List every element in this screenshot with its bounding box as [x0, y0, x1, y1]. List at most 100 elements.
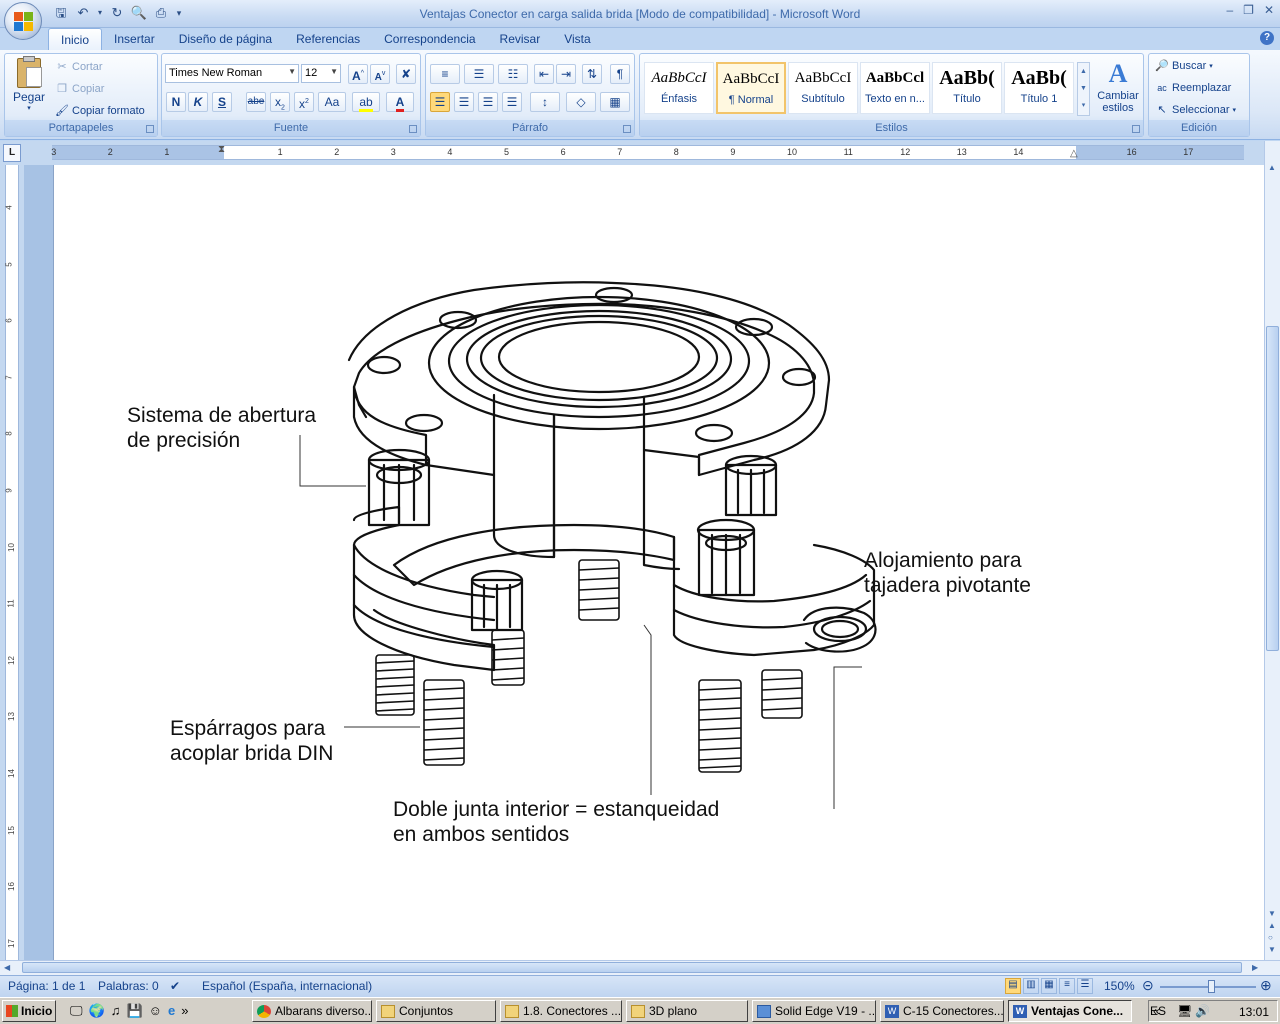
app-icon[interactable]: 💾 — [126, 1003, 143, 1018]
italic-button[interactable]: K — [188, 92, 208, 112]
zoom-in-icon[interactable]: ⊕ — [1260, 977, 1272, 993]
change-styles-button[interactable]: A Cambiar estilos — [1094, 58, 1142, 120]
tab-revisar[interactable]: Revisar — [499, 32, 541, 46]
tray-expand-icon[interactable]: « — [1153, 1004, 1160, 1018]
save-icon[interactable]: 🖫 — [55, 5, 67, 20]
highlight-button[interactable]: ab — [352, 92, 380, 112]
shading-button[interactable]: ◇ — [566, 92, 596, 112]
superscript-button[interactable]: x2 — [294, 92, 314, 112]
align-center-button[interactable]: ☰ — [454, 92, 474, 112]
page-count[interactable]: Página: 1 de 1 — [8, 979, 86, 993]
tab-correspondencia[interactable]: Correspondencia — [384, 32, 476, 46]
tab-referencias[interactable]: Referencias — [296, 32, 361, 46]
style-texto-negrita[interactable]: AaBbCcl Texto en n... — [860, 62, 930, 114]
find-button[interactable]: 🔎Buscar▾ — [1155, 59, 1213, 73]
cut-button[interactable]: ✂Cortar — [55, 60, 102, 74]
outline-view-icon[interactable]: ≡ — [1059, 978, 1075, 994]
justify-button[interactable]: ☰ — [502, 92, 522, 112]
align-right-button[interactable]: ☰ — [478, 92, 498, 112]
close-icon[interactable]: ✕ — [1263, 3, 1274, 17]
minimize-icon[interactable]: – — [1226, 3, 1234, 17]
browse-object-icon[interactable]: ○ — [1268, 933, 1273, 942]
scroll-right-icon[interactable]: ▶ — [1252, 963, 1259, 972]
indent-marker-icon[interactable]: ⧗ — [218, 144, 226, 155]
strikethrough-button[interactable]: abe — [246, 92, 266, 112]
scroll-up-icon[interactable]: ▲ — [1268, 163, 1276, 172]
scroll-down-icon[interactable]: ▼ — [1268, 909, 1276, 918]
zoom-slider-thumb[interactable] — [1208, 980, 1215, 993]
next-page-icon[interactable]: ▼ — [1268, 945, 1276, 954]
media-icon[interactable]: ♫ — [110, 1003, 121, 1018]
borders-button[interactable]: ▦ — [600, 92, 630, 112]
print-layout-view-icon[interactable]: ▤ — [1005, 978, 1021, 994]
full-screen-reading-icon[interactable]: ▥ — [1023, 978, 1039, 994]
clear-format-button[interactable]: ✘ — [396, 64, 416, 84]
sort-button[interactable]: ⇅ — [582, 64, 602, 84]
taskbar-conjuntos[interactable]: Conjuntos — [376, 1000, 496, 1022]
more-icon[interactable]: » — [181, 1003, 189, 1018]
show-desktop-icon[interactable]: 🖵 — [70, 1003, 83, 1018]
font-launcher-icon[interactable] — [409, 125, 417, 133]
style-titulo-1[interactable]: AaBb( Título 1 — [1004, 62, 1074, 114]
paste-button[interactable]: Pegar ▾ — [9, 56, 49, 118]
tab-vista[interactable]: Vista — [564, 32, 591, 46]
print-preview-icon[interactable]: 🔍 — [130, 5, 148, 20]
shrink-font-button[interactable]: Av — [370, 64, 390, 84]
align-left-button[interactable]: ☰ — [430, 92, 450, 112]
taskbar-3d-plano[interactable]: 3D plano — [626, 1000, 748, 1022]
prev-page-icon[interactable]: ▲ — [1268, 921, 1276, 930]
taskbar-c15-conectores[interactable]: W C-15 Conectores... — [880, 1000, 1004, 1022]
vertical-scroll-thumb[interactable] — [1266, 326, 1279, 651]
help-icon[interactable]: ? — [1260, 31, 1274, 45]
font-name-combo[interactable]: Times New Roman▼ — [165, 64, 299, 83]
volume-icon[interactable]: 🔊 — [1195, 1004, 1210, 1018]
explorer-icon[interactable]: 🌍 — [88, 1003, 105, 1018]
zoom-level[interactable]: 150% — [1104, 979, 1135, 993]
clipboard-launcher-icon[interactable] — [146, 125, 154, 133]
style-subtitulo[interactable]: AaBbCcI Subtítulo — [788, 62, 858, 114]
show-formatting-button[interactable]: ¶ — [610, 64, 630, 84]
taskbar-ventajas[interactable]: W Ventajas Cone... — [1008, 1000, 1132, 1022]
quick-print-icon[interactable]: ⎙ — [155, 5, 167, 20]
styles-scroll[interactable]: ▲▼▾ — [1077, 62, 1090, 116]
document-page[interactable]: Sistema de abertura de precisión Alojami… — [53, 165, 1264, 960]
increase-indent-button[interactable]: ⇥ — [556, 64, 576, 84]
subscript-button[interactable]: x2 — [270, 92, 290, 112]
bullets-button[interactable]: ≡ — [430, 64, 460, 84]
document-area[interactable]: Sistema de abertura de precisión Alojami… — [24, 165, 1264, 960]
multilevel-list-button[interactable]: ☷ — [498, 64, 528, 84]
zoom-out-icon[interactable]: ⊝ — [1142, 977, 1154, 993]
bold-button[interactable]: N — [166, 92, 186, 112]
tab-selector[interactable]: L — [3, 144, 21, 162]
horizontal-scrollbar[interactable]: ◀ ▶ — [0, 960, 1280, 975]
styles-launcher-icon[interactable] — [1132, 125, 1140, 133]
office-button[interactable] — [4, 2, 42, 40]
line-spacing-button[interactable]: ↕ — [530, 92, 560, 112]
numbering-button[interactable]: ☰ — [464, 64, 494, 84]
clock[interactable]: 13:01 — [1239, 1005, 1270, 1019]
undo-dropdown-icon[interactable]: ▾ — [97, 8, 102, 17]
start-button[interactable]: Inicio — [2, 1000, 56, 1022]
copy-button[interactable]: ❐Copiar — [55, 82, 104, 96]
web-layout-icon[interactable]: ▦ — [1041, 978, 1057, 994]
horizontal-scroll-thumb[interactable] — [22, 962, 1242, 973]
word-count[interactable]: Palabras: 0 — [98, 979, 159, 993]
tab-diseno-pagina[interactable]: Diseño de página — [178, 32, 273, 46]
font-size-combo[interactable]: 12▼ — [301, 64, 341, 83]
style-titulo[interactable]: AaBb( Título — [932, 62, 1002, 114]
vertical-scrollbar[interactable]: ▲ ▼ ▲ ○ ▼ — [1264, 141, 1280, 960]
right-indent-marker-icon[interactable]: △ — [1070, 148, 1078, 159]
taskbar-conectores[interactable]: 1.8. Conectores ... — [500, 1000, 622, 1022]
grow-font-button[interactable]: A^ — [348, 64, 368, 84]
style-normal[interactable]: AaBbCcI ¶ Normal — [716, 62, 786, 114]
customize-qat-icon[interactable]: ▾ — [176, 8, 182, 18]
scroll-left-icon[interactable]: ◀ — [4, 963, 11, 972]
change-case-button[interactable]: Aa — [318, 92, 346, 112]
taskbar-solid-edge[interactable]: Solid Edge V19 - ... — [752, 1000, 876, 1022]
zoom-slider[interactable] — [1160, 980, 1256, 993]
ie-icon[interactable]: e — [167, 1003, 176, 1018]
underline-button[interactable]: S — [212, 92, 232, 112]
